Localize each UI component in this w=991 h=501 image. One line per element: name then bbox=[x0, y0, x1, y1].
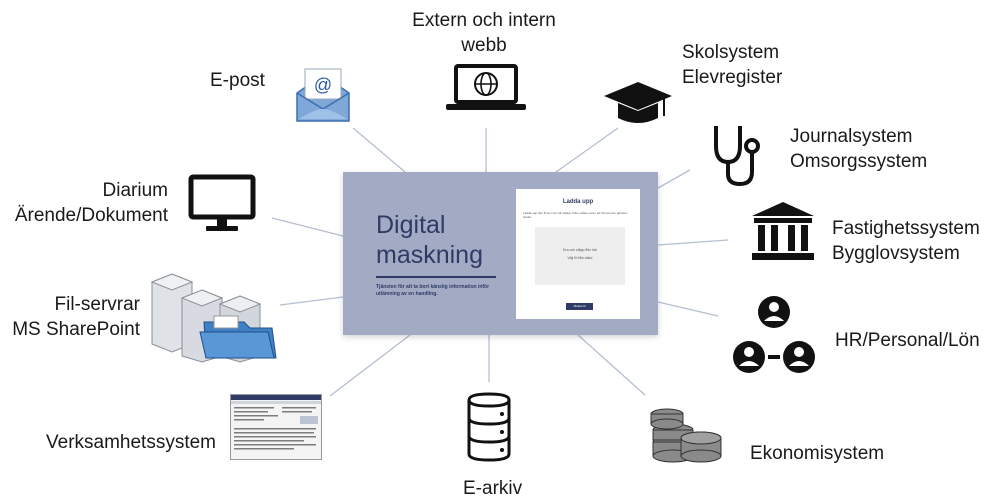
label-fastighet-line2: Bygglovsystem bbox=[832, 243, 960, 264]
label-journal: Journalsystem Omsorgssystem bbox=[790, 124, 927, 174]
dropzone-label: Dra och släpp filer här bbox=[562, 248, 598, 252]
label-fil: Fil-servrar MS SharePoint bbox=[0, 292, 140, 342]
upload-dropzone[interactable]: Dra och släpp filer här Välj fil från da… bbox=[535, 227, 625, 285]
people-network-icon bbox=[733, 296, 815, 373]
email-icon: @ bbox=[296, 68, 350, 122]
connector-ekonomi bbox=[577, 334, 646, 396]
label-journal-line2: Omsorgssystem bbox=[790, 151, 928, 172]
upload-card: Ladda upp Ladda upp den fil som du vill … bbox=[516, 189, 640, 319]
label-diarium-line2: Ärende/Dokument bbox=[14, 205, 168, 226]
building-columns-icon bbox=[752, 202, 814, 260]
label-skol: Skolsystem Elevregister bbox=[682, 40, 782, 90]
file-servers-icon bbox=[150, 273, 277, 363]
label-fastighet-line1: Fastighetssystem bbox=[832, 218, 980, 239]
label-fil-line2: MS SharePoint bbox=[12, 319, 140, 340]
connector-verksamhet bbox=[329, 334, 411, 397]
label-hr: HR/Personal/Lön bbox=[835, 330, 980, 351]
monitor-icon bbox=[188, 174, 256, 231]
panel-description: Tjänsten för att ta bort känslig informa… bbox=[376, 284, 490, 297]
graduation-cap-icon bbox=[604, 82, 672, 123]
mask-file-button[interactable]: Maska fil bbox=[566, 303, 593, 310]
label-fil-line1: Fil-servrar bbox=[54, 294, 141, 315]
connector-journal bbox=[657, 169, 691, 189]
panel-title-line2: maskning bbox=[376, 241, 483, 269]
label-web: Extern och intern webb bbox=[404, 8, 564, 58]
connector-hr bbox=[657, 301, 719, 317]
label-skol-line2: Elevregister bbox=[682, 67, 783, 88]
connector-diarium bbox=[271, 217, 344, 237]
database-icon bbox=[467, 392, 511, 462]
label-epost: E-post bbox=[210, 70, 265, 91]
label-fastighet: Fastighetssystem Bygglovsystem bbox=[832, 216, 980, 266]
panel-title-line1: Digital bbox=[376, 211, 446, 239]
label-verksamhet: Verksamhetssystem bbox=[46, 432, 216, 453]
digital-maskning-panel: Digital maskning Tjänsten för att ta bor… bbox=[343, 172, 658, 335]
upload-card-heading: Ladda upp bbox=[562, 199, 594, 205]
connector-epost bbox=[352, 127, 406, 173]
label-diarium-line1: Diarium bbox=[102, 180, 168, 201]
connector-skol bbox=[555, 127, 619, 173]
stethoscope-icon bbox=[714, 126, 760, 187]
panel-title-underline bbox=[376, 276, 496, 278]
laptop-globe-icon bbox=[446, 64, 526, 110]
label-journal-line1: Journalsystem bbox=[790, 126, 913, 147]
upload-card-text: Ladda upp den fil som du vill maska. Fil… bbox=[523, 211, 628, 219]
label-web-line2: webb bbox=[461, 35, 507, 56]
connector-fastighet bbox=[657, 239, 729, 246]
label-web-line1: Extern och intern bbox=[412, 10, 556, 31]
svg-text:@: @ bbox=[314, 75, 332, 95]
connector-fil bbox=[279, 296, 344, 306]
dropzone-link[interactable]: Välj fil från dator bbox=[567, 256, 593, 260]
label-skol-line1: Skolsystem bbox=[682, 42, 780, 63]
coins-icon bbox=[650, 408, 722, 463]
panel-title: Digital maskning bbox=[376, 210, 483, 270]
label-ekonomi: Ekonomisystem bbox=[750, 443, 885, 464]
application-screenshot-icon bbox=[230, 394, 322, 460]
label-earkiv: E-arkiv bbox=[463, 478, 523, 499]
label-diarium: Diarium Ärende/Dokument bbox=[0, 178, 168, 228]
